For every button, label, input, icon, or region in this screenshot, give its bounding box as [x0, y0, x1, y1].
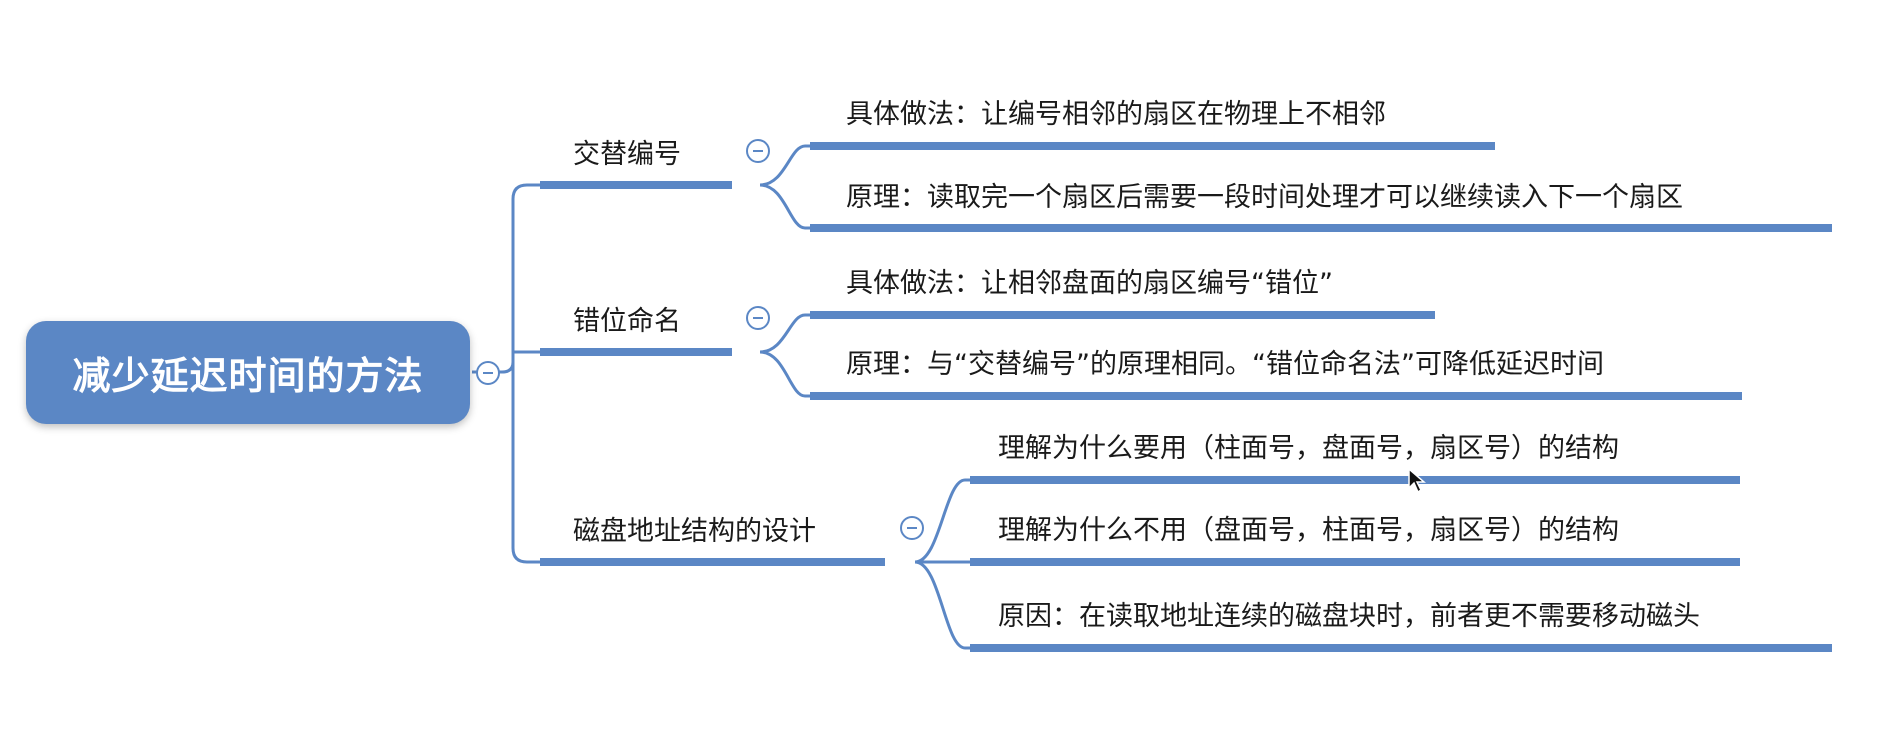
leaf-method-1[interactable]: 具体做法：让编号相邻的扇区在物理上不相邻 [846, 99, 1386, 130]
leaf-understand-why-use[interactable]: 理解为什么要用（柱面号，盘面号，扇区号）的结构 [998, 433, 1619, 464]
branch-label-staggered-naming[interactable]: 错位命名 [573, 306, 681, 337]
branch3-collapse-minus-circle-icon[interactable] [900, 516, 924, 540]
branch-spine [501, 183, 540, 564]
branch2-collapse-minus-circle-icon[interactable] [746, 306, 770, 330]
branch3-connector-c [914, 560, 970, 650]
leaf-reason[interactable]: 原因：在读取地址连续的磁盘块时，前者更不需要移动磁头 [998, 601, 1700, 632]
branch2-connector-b [759, 350, 810, 398]
branch-label-disk-address-structure[interactable]: 磁盘地址结构的设计 [573, 516, 816, 547]
leaf-understand-why-not-use[interactable]: 理解为什么不用（盘面号，柱面号，扇区号）的结构 [998, 515, 1619, 546]
branch2-connector-a [759, 313, 810, 354]
branch3-connector-a [914, 478, 970, 564]
root-collapse-minus-circle-icon[interactable] [476, 361, 500, 385]
branch1-collapse-minus-circle-icon[interactable] [746, 139, 770, 163]
branch1-connector-b [759, 183, 810, 230]
branch1-connector-a [759, 144, 810, 187]
leaf-method-2[interactable]: 具体做法：让相邻盘面的扇区编号“错位” [846, 268, 1333, 299]
mouse-pointer-icon [1408, 468, 1426, 494]
root-title: 减少延迟时间的方法 [72, 354, 424, 398]
leaf-principle-1[interactable]: 原理：读取完一个扇区后需要一段时间处理才可以继续读入下一个扇区 [846, 182, 1683, 213]
branch-label-alternate-numbering[interactable]: 交替编号 [573, 139, 681, 170]
root-node[interactable]: 减少延迟时间的方法 [26, 321, 470, 424]
leaf-principle-2[interactable]: 原理：与“交替编号”的原理相同。“错位命名法”可降低延迟时间 [846, 349, 1604, 380]
